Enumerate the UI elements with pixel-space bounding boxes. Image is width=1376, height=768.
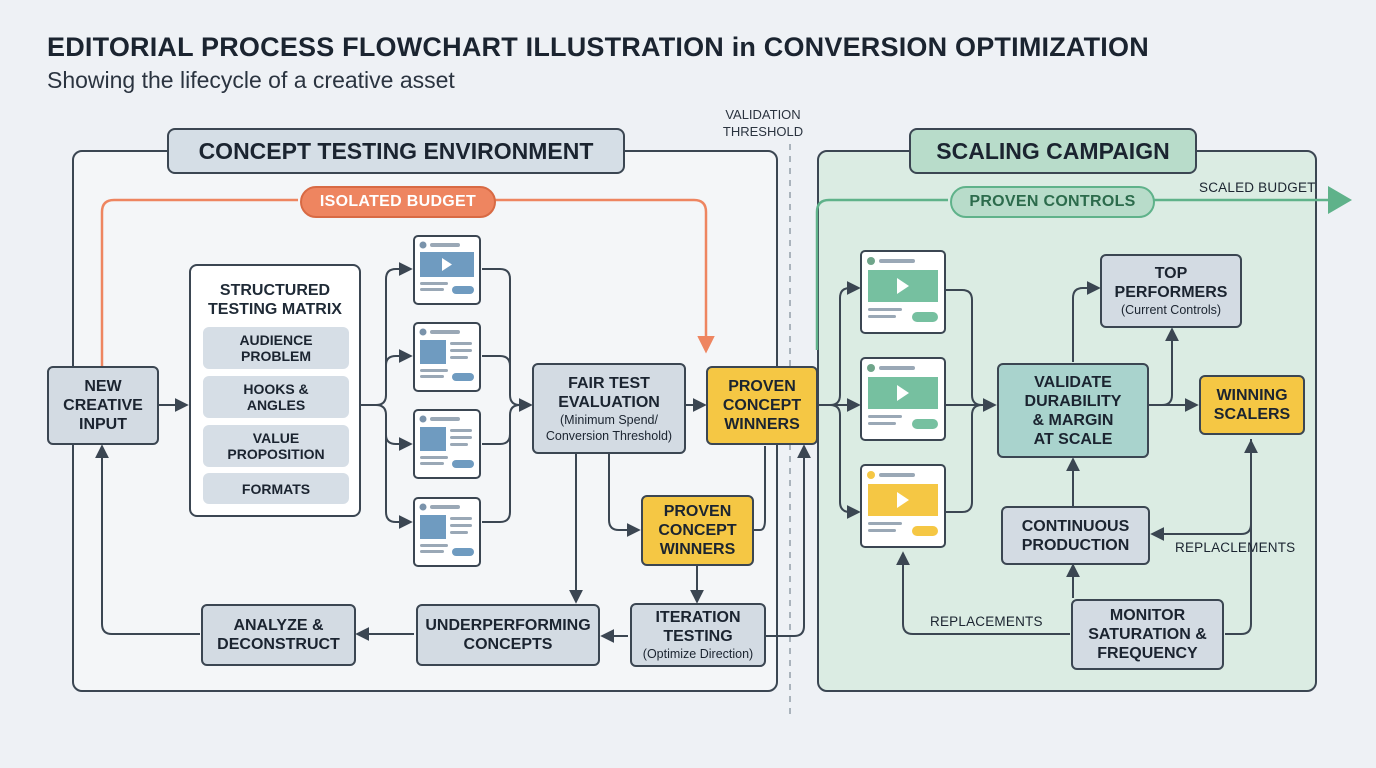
scaling-card-video-green (860, 357, 946, 441)
validation-threshold-label: VALIDATION THRESHOLD (722, 107, 804, 139)
matrix-item: AUDIENCE PROBLEM (203, 327, 349, 369)
proven-winners-label: PROVEN CONCEPT WINNERS (658, 503, 737, 558)
image-card-icon (419, 503, 474, 556)
creative-card-image (413, 409, 481, 479)
matrix-item: VALUE PROPOSITION (203, 425, 349, 467)
iteration-note: (Optimize Direction) (642, 647, 754, 661)
analyze-label: ANALYZE & DECONSTRUCT (217, 617, 340, 653)
video-card-icon (867, 364, 938, 429)
replacements-label-right: REPLACLEMENTS (1175, 540, 1296, 555)
image-card-icon (419, 328, 474, 381)
top-performers-title: TOP PERFORMERS (1114, 265, 1228, 301)
winning-scalers-label: WINNING SCALERS (1213, 387, 1291, 423)
scaled-budget-label: SCALED BUDGET (1199, 180, 1316, 195)
creative-card-image (413, 322, 481, 392)
monitor-saturation-node: MONITOR SATURATION & FREQUENCY (1071, 599, 1224, 670)
fair-test-title: FAIR TEST EVALUATION (558, 374, 660, 411)
continuous-production-node: CONTINUOUS PRODUCTION (1001, 506, 1150, 565)
proven-controls-pill: PROVEN CONTROLS (950, 186, 1155, 218)
continuous-production-label: CONTINUOUS PRODUCTION (1021, 517, 1130, 554)
fair-test-evaluation-node: FAIR TEST EVALUATION (Minimum Spend/ Con… (532, 363, 686, 454)
proven-winners-label: PROVEN CONCEPT WINNERS (722, 378, 802, 433)
creative-card-video (413, 235, 481, 305)
proven-concept-winners-node: PROVEN CONCEPT WINNERS (706, 366, 818, 445)
top-performers-note: (Current Controls) (1120, 303, 1222, 317)
matrix-title: STRUCTURED TESTING MATRIX (208, 282, 342, 318)
video-card-icon (867, 257, 938, 322)
video-card-icon (867, 471, 938, 536)
scaled-budget-arrowhead (1328, 186, 1352, 214)
concept-testing-title: CONCEPT TESTING ENVIRONMENT (167, 128, 625, 174)
replacements-label-bottom: REPLACEMENTS (930, 614, 1043, 629)
creative-card-image (413, 497, 481, 567)
structured-testing-matrix: STRUCTURED TESTING MATRIX AUDIENCE PROBL… (189, 264, 361, 517)
video-card-icon (419, 241, 474, 294)
iteration-title: ITERATION TESTING (655, 609, 741, 645)
fair-test-note: (Minimum Spend/ Conversion Threshold) (545, 412, 673, 443)
top-performers-node: TOP PERFORMERS (Current Controls) (1100, 254, 1242, 328)
matrix-item: FORMATS (203, 473, 349, 504)
page-title: EDITORIAL PROCESS FLOWCHART ILLUSTRATION… (47, 32, 1149, 62)
underperforming-label: UNDERPERFORMING CONCEPTS (425, 617, 591, 653)
isolated-budget-pill: ISOLATED BUDGET (300, 186, 496, 218)
iteration-testing-node: ITERATION TESTING (Optimize Direction) (630, 603, 766, 667)
underperforming-concepts-node: UNDERPERFORMING CONCEPTS (416, 604, 600, 666)
proven-concept-winners-node-2: PROVEN CONCEPT WINNERS (641, 495, 754, 566)
monitor-label: MONITOR SATURATION & FREQUENCY (1088, 607, 1207, 662)
scaling-campaign-title: SCALING CAMPAIGN (909, 128, 1197, 174)
winning-scalers-node: WINNING SCALERS (1199, 375, 1305, 435)
scaling-card-video-green (860, 250, 946, 334)
matrix-item: HOOKS & ANGLES (203, 376, 349, 418)
analyze-deconstruct-node: ANALYZE & DECONSTRUCT (201, 604, 356, 666)
validate-durability-node: VALIDATE DURABILITY & MARGIN AT SCALE (997, 363, 1149, 458)
image-card-icon (419, 415, 474, 468)
new-creative-input-node: NEW CREATIVE INPUT (47, 366, 159, 445)
new-creative-input-label: NEW CREATIVE INPUT (63, 378, 143, 433)
page-subtitle: Showing the lifecycle of a creative asse… (47, 67, 455, 93)
scaling-card-video-yellow (860, 464, 946, 548)
validate-label: VALIDATE DURABILITY & MARGIN AT SCALE (1024, 373, 1122, 448)
